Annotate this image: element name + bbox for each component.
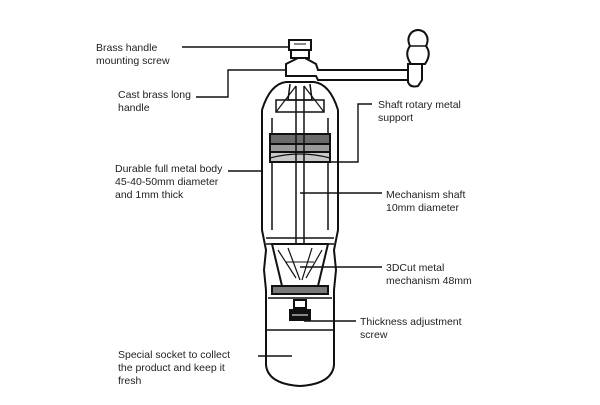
leader-shaft-support <box>318 103 372 163</box>
leader-long-handle <box>196 69 286 98</box>
label-handle-screw: Brass handle mounting screw <box>96 42 170 67</box>
metal-body <box>261 81 339 388</box>
handle-mounting-screw <box>288 39 312 59</box>
label-adjustment-screw: Thickness adjustment screw <box>360 316 464 341</box>
shaft-support-band <box>269 133 331 163</box>
long-handle <box>285 29 430 88</box>
grinder-illustration <box>261 29 430 388</box>
label-3dcut-mechanism: 3DCut metal mechanism 48mm <box>386 262 472 287</box>
label-shaft-support: Shaft rotary metal support <box>378 99 464 124</box>
3dcut-mechanism <box>268 243 332 299</box>
label-metal-body: Durable full metal body 45-40-50mm diame… <box>115 163 225 201</box>
mechanism-shaft <box>295 86 305 270</box>
hopper-taper <box>275 85 325 113</box>
label-socket: Special socket to collect the product an… <box>118 349 233 387</box>
thickness-adjustment-screw <box>289 299 311 321</box>
label-long-handle: Cast brass long handle <box>118 89 194 114</box>
label-mechanism-shaft: Mechanism shaft 10mm diameter <box>386 189 468 214</box>
leader-lines <box>182 46 382 357</box>
callout-labels: Brass handle mounting screw Cast brass l… <box>96 42 472 387</box>
